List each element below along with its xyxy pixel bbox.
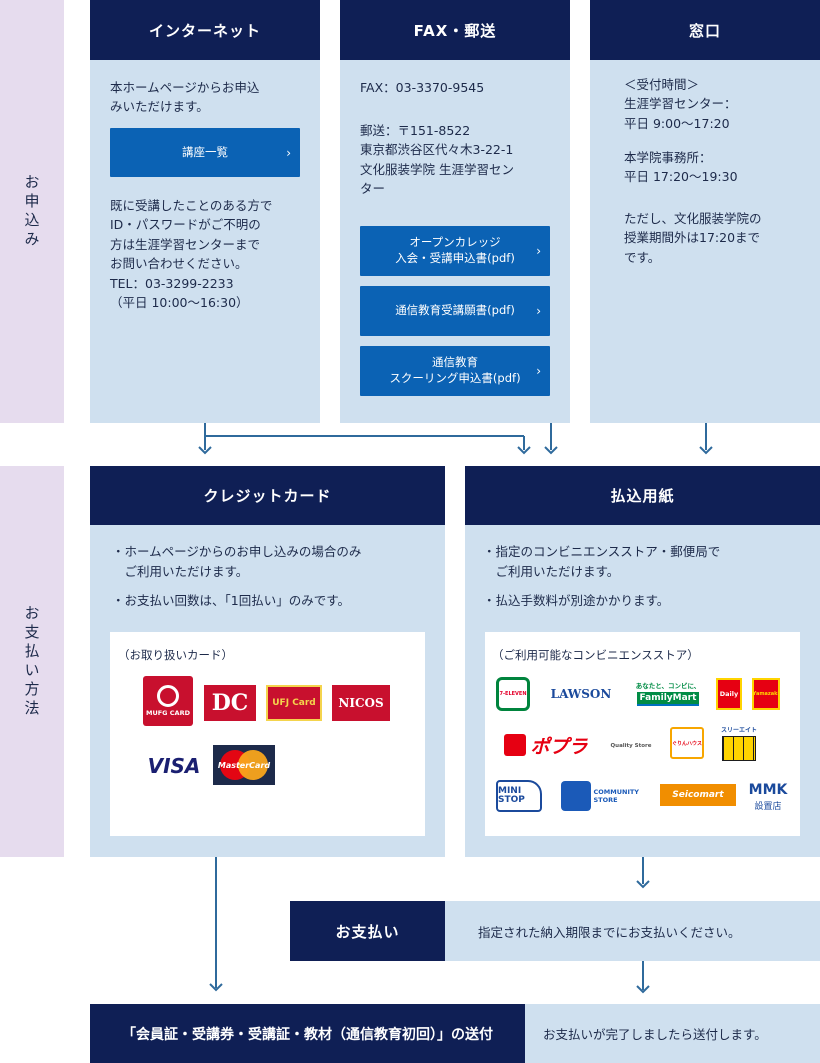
mastercard-logo: MasterCard <box>213 745 275 785</box>
counter-line: 平日 17:20〜19:30 <box>624 169 738 185</box>
counter-line: ただし、文化服装学院の <box>624 211 762 226</box>
dc-card-logo: DC <box>204 685 256 721</box>
internet-note-line: お問い合わせください。 <box>110 256 248 272</box>
counter-hours: ＜受付時間＞ 生涯学習センター： 平日 9:00〜17:20 <box>624 75 814 133</box>
seicomart-logo: Seicomart <box>660 784 736 806</box>
three-eight-logo: スリーエイト <box>720 725 758 761</box>
mastercard-yellow-circle <box>238 750 268 780</box>
internet-note-line: 方は生涯学習センターまで <box>110 236 261 252</box>
schooling-form-button[interactable]: 通信教育 スクーリング申込書(pdf) › <box>360 346 550 396</box>
familymart-text: FamilyMart <box>636 692 700 706</box>
credit-bullet: ・お支払い回数は、「1回払い」のみです。 <box>112 593 350 608</box>
delivery-label: 「会員証・受講券・受講証・教材（通信教育初回）」の送付 <box>90 1004 525 1063</box>
community-store-mark-icon <box>560 781 591 811</box>
quality-store-logo: Quality Store <box>610 743 652 749</box>
counter-line: です。 <box>624 249 661 265</box>
internet-intro-line: みいただけます。 <box>110 99 209 115</box>
nicos-card-logo: NICOS <box>332 685 390 721</box>
delivery-description: お支払いが完了しましたら送付します。 <box>525 1004 820 1063</box>
correspondence-form-button[interactable]: 通信教育受講願書(pdf) › <box>360 286 550 336</box>
yamazaki-logo: Yamazaki <box>752 678 780 710</box>
slip-bullet: ・指定のコンビニエンスストア・郵便局で ご利用いただけます。 <box>483 544 721 579</box>
mmk-logo: MMK 設置店 <box>746 778 790 816</box>
familymart-logo: あなたと、コンビに、 FamilyMart <box>630 676 706 710</box>
poplar-logo: ポプラ <box>496 731 596 759</box>
seven-eleven-text: 7-ELEVEN <box>499 691 527 697</box>
payment-description: 指定された納入期限までにお支払いください。 <box>445 901 820 961</box>
open-college-form-button[interactable]: オープンカレッジ 入会・受講申込書(pdf) › <box>360 226 550 276</box>
counter-line: 平日 9:00〜17:20 <box>624 115 730 131</box>
daily-yamazaki-logo: Daily <box>716 678 742 710</box>
card-box <box>110 632 425 836</box>
poplar-text: ポプラ <box>530 735 588 758</box>
green-house-logo: ぐりんハウス <box>670 727 704 759</box>
internet-tel: TEL：03-3299-2233 <box>110 275 234 291</box>
store-box-title: （ご利用可能なコンビニエンスストア） <box>492 648 699 662</box>
three-eight-grid-icon <box>722 736 756 761</box>
payment-label-text: お支払い方法 <box>22 604 41 719</box>
mastercard-text: MasterCard <box>217 760 271 770</box>
chevron-right-icon: › <box>286 145 291 160</box>
counter-line: 生涯学習センター： <box>624 96 737 112</box>
internet-note-line: ID・パスワードがご不明の <box>110 217 261 233</box>
mail-line: 郵送：〒151-8522 <box>360 123 471 138</box>
payment-row-label: お支払い方法 <box>0 466 64 857</box>
counter-office-hours: 本学院事務所： 平日 17:20〜19:30 <box>624 148 814 187</box>
internet-intro: 本ホームページからお申込 みいただけます。 <box>110 78 310 117</box>
fax-header: FAX・郵送 <box>340 0 570 60</box>
mufg-card-text: MUFG CARD <box>146 709 190 717</box>
three-eight-text: スリーエイト <box>720 727 757 734</box>
slip-bullet: ・払込手数料が別途かかります。 <box>483 593 670 608</box>
open-college-form-label: オープンカレッジ 入会・受講申込書(pdf) <box>395 235 515 265</box>
visa-card-logo: VISA <box>147 754 201 778</box>
credit-bullet: ・ホームページからのお申し込みの場合のみ ご利用いただけます。 <box>112 544 362 579</box>
chevron-right-icon: › <box>536 363 541 378</box>
mail-line: ター <box>360 181 386 197</box>
chevron-right-icon: › <box>536 243 541 258</box>
mmk-sub-text: 設置店 <box>754 801 782 812</box>
counter-note: ただし、文化服装学院の 授業期間外は17:20まで です。 <box>624 209 814 267</box>
ministop-logo: MINI STOP <box>496 780 542 812</box>
mufg-card-logo: MUFG CARD <box>143 676 193 726</box>
internet-hours: （平日 10:00〜16:30） <box>110 294 249 310</box>
slip-header: 払込用紙 <box>465 466 820 525</box>
card-box-title: （お取り扱いカード） <box>118 648 233 662</box>
payment-label: お支払い <box>290 901 445 961</box>
familymart-tagline: あなたと、コンビに、 <box>635 682 701 690</box>
mail-address: 郵送：〒151-8522 東京都渋谷区代々木3-22-1 文化服装学院 生涯学習… <box>360 121 565 199</box>
poplar-mark-icon <box>504 734 527 756</box>
counter-line: 授業期間外は17:20まで <box>624 230 761 246</box>
community-store-logo: COMMUNITY STORE <box>554 778 650 814</box>
internet-header: インターネット <box>90 0 320 60</box>
mufg-ring-icon <box>157 685 179 707</box>
seven-eleven-logo: 7-ELEVEN <box>496 677 530 711</box>
apply-label-text: お申込み <box>22 173 41 250</box>
counter-header: 窓口 <box>590 0 820 60</box>
counter-panel <box>590 0 820 423</box>
delivery-description-text: お支払いが完了しましたら送付します。 <box>543 1027 767 1042</box>
counter-line: 本学院事務所： <box>624 150 712 165</box>
internet-intro-line: 本ホームページからお申込 <box>110 80 260 95</box>
mail-line: 東京都渋谷区代々木3-22-1 <box>360 142 514 158</box>
fax-number: FAX：03-3370-9545 <box>360 80 485 95</box>
credit-header: クレジットカード <box>90 466 445 525</box>
schooling-form-label: 通信教育 スクーリング申込書(pdf) <box>389 355 521 385</box>
mail-line: 文化服装学院 生涯学習セン <box>360 161 514 177</box>
mmk-text: MMK <box>748 781 788 798</box>
internet-panel <box>90 0 320 423</box>
counter-line: ＜受付時間＞ <box>624 77 700 92</box>
course-list-button-label: 講座一覧 <box>182 144 228 159</box>
apply-row-label: お申込み <box>0 0 64 423</box>
ufj-card-logo: UFJ Card <box>266 685 322 721</box>
correspondence-form-label: 通信教育受講願書(pdf) <box>395 303 515 318</box>
course-list-button[interactable]: 講座一覧 › <box>110 128 300 177</box>
chevron-right-icon: › <box>536 303 541 318</box>
community-store-text: COMMUNITY STORE <box>593 788 640 804</box>
payment-description-text: 指定された納入期限までにお支払いください。 <box>478 924 741 940</box>
lawson-logo: LAWSON <box>550 687 612 701</box>
internet-note-line: 既に受講したことのある方で <box>110 198 273 213</box>
internet-note: 既に受講したことのある方で ID・パスワードがご不明の 方は生涯学習センターまで… <box>110 196 315 312</box>
